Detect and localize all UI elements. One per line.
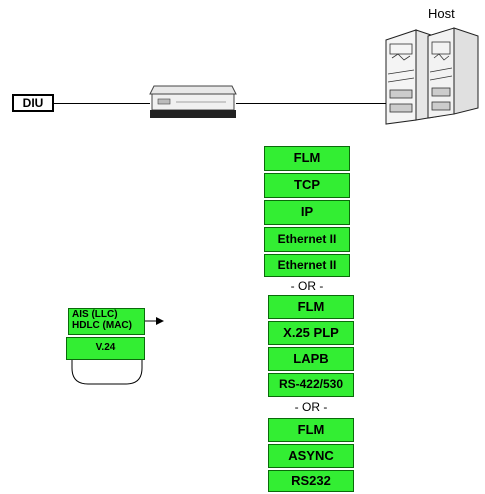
diu-to-device-line	[54, 103, 150, 104]
network-device-icon	[148, 80, 240, 124]
or-separator-2: - OR -	[268, 400, 354, 414]
layer-ethernet-ii: Ethernet II	[264, 227, 350, 252]
device-to-host-line	[236, 103, 386, 104]
diu-box: DIU	[12, 94, 54, 112]
layer-flm: FLM	[268, 295, 354, 319]
host-label: Host	[428, 6, 455, 21]
layer-flm: FLM	[268, 418, 354, 442]
layer-async: ASYNC	[268, 444, 354, 468]
layer-rs-422-530: RS-422/530	[268, 373, 354, 397]
host-server-icon	[378, 24, 482, 126]
layer-flm: FLM	[264, 146, 350, 171]
layer-lapb: LAPB	[268, 347, 354, 371]
layer-tcp: TCP	[264, 173, 350, 198]
layer-hdlc-mac-label: HDLC (MAC)	[72, 320, 144, 331]
layer-ais-hdlc: AIS (LLC) HDLC (MAC)	[68, 308, 145, 335]
layer-x25-plp: X.25 PLP	[268, 321, 354, 345]
layer-v24: V.24	[66, 337, 145, 360]
layer-rs232: RS232	[268, 470, 354, 492]
layer-ais-llc-label: AIS (LLC)	[72, 309, 144, 320]
layer-ip: IP	[264, 200, 350, 225]
or-separator-1: - OR -	[264, 279, 350, 293]
layer-ethernet-ii-2: Ethernet II	[264, 254, 350, 277]
